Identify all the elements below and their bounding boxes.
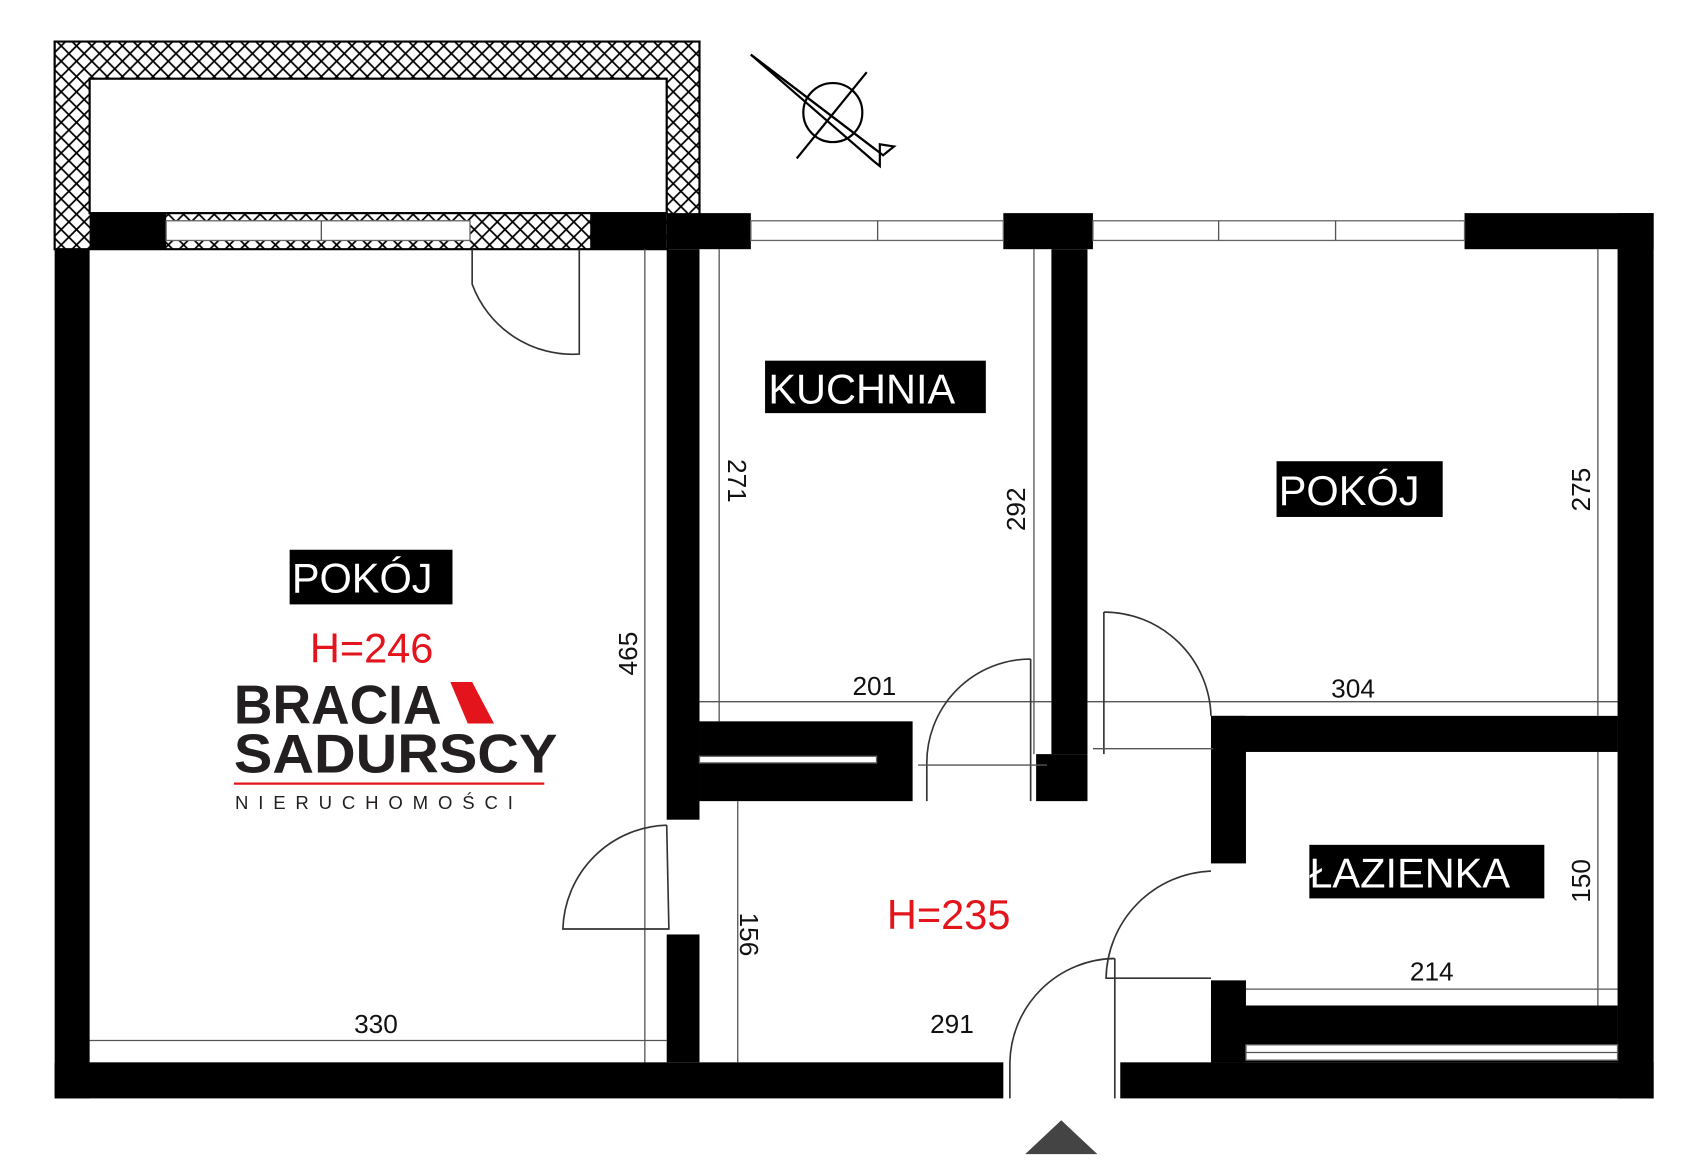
- dim-kitchen-depth-left: 271: [722, 459, 752, 503]
- logo-tagline: NIERUCHOMOŚCI: [235, 792, 523, 813]
- dim-hall-width: 291: [930, 1009, 974, 1039]
- balcony: [53, 40, 701, 251]
- compass-icon: [750, 53, 897, 169]
- dim-room-right-depth: 275: [1566, 468, 1596, 512]
- dim-bathroom-width: 214: [1410, 956, 1454, 986]
- room-label-room-right: POKÓJ: [1279, 467, 1420, 514]
- logo-line1: BRACIA: [234, 675, 442, 736]
- brand-logo: BRACIA SADURSCY NIERUCHOMOŚCI: [234, 675, 558, 813]
- windows: [165, 220, 1466, 242]
- dim-living-depth: 465: [613, 632, 643, 676]
- dim-hall-depth: 156: [734, 913, 764, 957]
- entrance-arrow-icon: [1025, 1120, 1098, 1155]
- walls: [54, 213, 1654, 1099]
- dim-bathroom-depth: 150: [1566, 859, 1596, 903]
- dim-living-width: 330: [354, 1009, 398, 1039]
- logo-line2: SADURSCY: [234, 724, 558, 785]
- dim-kitchen-width: 201: [852, 671, 896, 701]
- dim-kitchen-depth-right: 292: [1001, 487, 1031, 531]
- ceiling-height-hall: H=235: [887, 891, 1010, 938]
- dim-room-right-width: 304: [1331, 673, 1375, 703]
- room-label-kitchen: KUCHNIA: [768, 365, 955, 412]
- doors: [471, 249, 1214, 1099]
- ceiling-height-living: H=246: [310, 624, 433, 671]
- room-label-living-left: POKÓJ: [292, 554, 433, 601]
- room-label-bathroom: ŁAZIENKA: [1309, 849, 1510, 896]
- dimensions: 201 304 330 291 214 271 292 275 465 156 …: [354, 459, 1596, 1039]
- inner-lines: [89, 249, 1618, 1063]
